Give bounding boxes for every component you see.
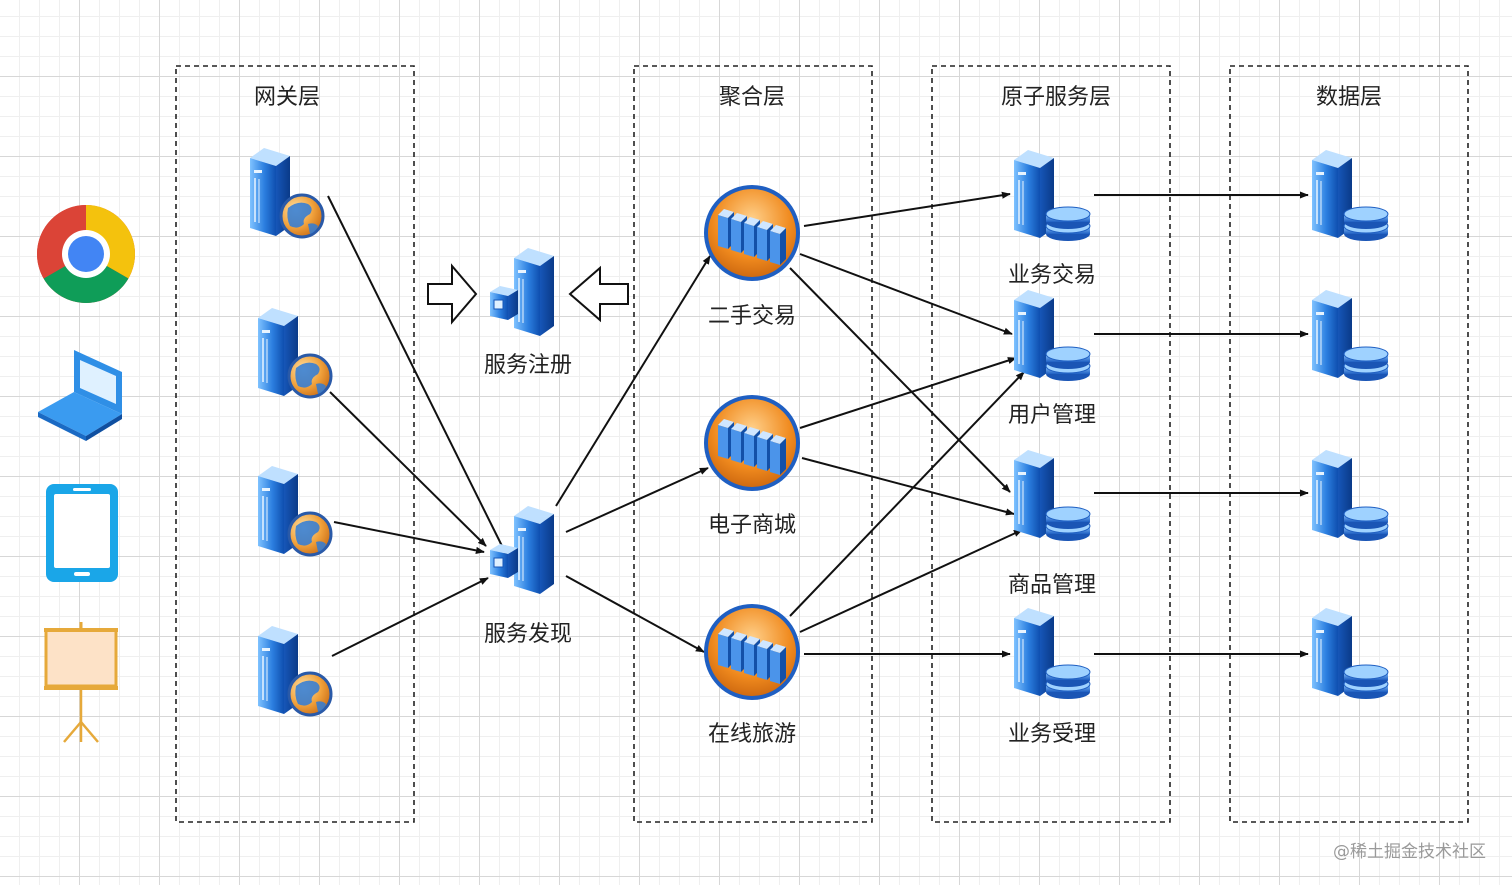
atomic-layer-title: 原子服务层 (1001, 85, 1111, 110)
chrome-browser-icon (37, 205, 135, 303)
atomic-layer-box (931, 65, 1171, 823)
gateway-layer-title: 网关层 (254, 85, 320, 110)
register-arrow-right-icon (427, 263, 478, 325)
presentation-board-icon (44, 622, 118, 743)
atomic-server-3 (1014, 450, 1090, 541)
aggregation-cluster-3 (704, 604, 800, 700)
atomic-server-4 (1014, 608, 1090, 699)
atomic-service-label-2: 用户管理 (1008, 403, 1096, 428)
gateway-server-2 (258, 308, 331, 397)
data-layer-box (1229, 65, 1469, 823)
aggregation-cluster-1 (704, 185, 800, 281)
atomic-server-1 (1014, 150, 1090, 241)
atomic-service-label-1: 业务交易 (1008, 263, 1096, 288)
gateway-server-3 (258, 466, 331, 555)
gateway-layer-box (175, 65, 415, 823)
data-server-1 (1312, 150, 1388, 241)
laptop-icon (38, 350, 122, 441)
tablet-icon (46, 484, 118, 582)
aggregation-layer-title: 聚合层 (719, 85, 785, 110)
aggregation-service-label-2: 电子商城 (708, 513, 796, 538)
connections (327, 191, 1309, 658)
atomic-service-label-4: 业务受理 (1008, 722, 1096, 747)
data-server-4 (1312, 608, 1388, 699)
service-register-server (490, 248, 554, 336)
data-layer-title: 数据层 (1316, 85, 1382, 110)
service-discovery-server (490, 506, 554, 594)
data-server-2 (1312, 290, 1388, 381)
service-register-label: 服务注册 (484, 353, 572, 378)
gateway-server-1 (250, 148, 323, 237)
atomic-service-label-3: 商品管理 (1008, 573, 1096, 598)
aggregation-layer-box (633, 65, 873, 823)
data-server-3 (1312, 450, 1388, 541)
register-arrow-left-icon (568, 265, 629, 323)
watermark: @稀土掘金技术社区 (1333, 842, 1486, 862)
aggregation-service-label-3: 在线旅游 (708, 722, 796, 747)
gateway-server-4 (258, 626, 331, 715)
aggregation-cluster-2 (704, 395, 800, 491)
atomic-server-2 (1014, 290, 1090, 381)
aggregation-service-label-1: 二手交易 (708, 304, 796, 329)
service-discovery-label: 服务发现 (484, 622, 572, 647)
